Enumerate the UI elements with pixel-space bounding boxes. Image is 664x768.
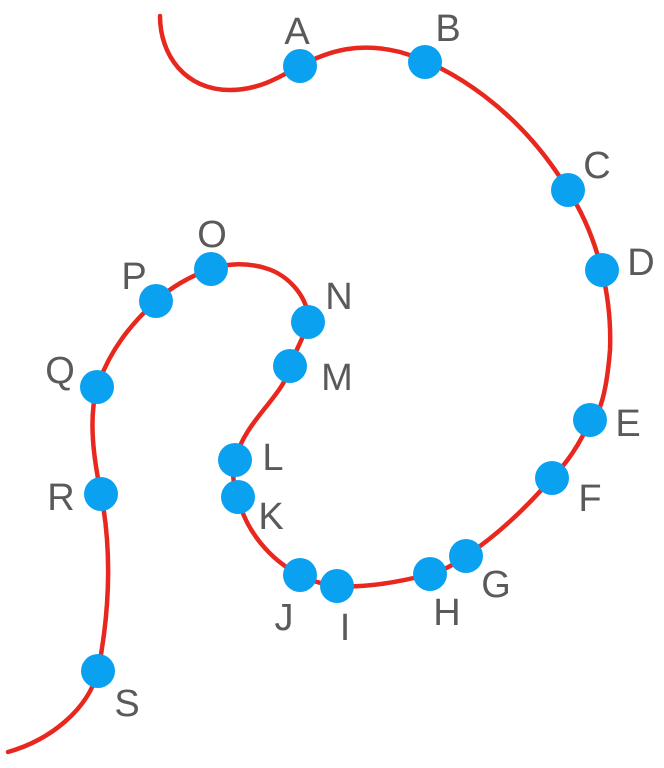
point-label-o: O [197, 214, 227, 256]
point-f [535, 461, 569, 495]
point-label-l: L [262, 437, 283, 479]
point-r [84, 477, 118, 511]
point-h [413, 557, 447, 591]
point-p [139, 284, 173, 318]
points-layer [80, 45, 619, 688]
point-label-s: S [114, 683, 139, 725]
point-label-d: D [627, 242, 654, 284]
point-m [273, 349, 307, 383]
point-q [80, 370, 114, 404]
point-a [283, 49, 317, 83]
point-label-e: E [615, 403, 640, 445]
point-j [283, 558, 317, 592]
point-label-i: I [340, 607, 351, 649]
point-b [408, 45, 442, 79]
point-i [320, 569, 354, 603]
point-n [291, 305, 325, 339]
point-label-k: K [258, 496, 283, 538]
point-label-f: F [578, 478, 601, 520]
point-label-q: Q [45, 350, 75, 392]
point-o [194, 252, 228, 286]
point-label-m: M [321, 357, 353, 399]
point-label-r: R [47, 477, 74, 519]
point-c [551, 173, 585, 207]
point-label-n: N [325, 276, 352, 318]
point-label-j: J [275, 597, 294, 639]
point-label-a: A [284, 11, 310, 53]
point-k [221, 480, 255, 514]
point-e [573, 403, 607, 437]
point-label-b: B [435, 8, 460, 50]
point-label-g: G [481, 564, 511, 606]
point-s [81, 654, 115, 688]
point-label-c: C [583, 145, 610, 187]
point-label-h: H [433, 592, 460, 634]
point-label-p: P [121, 256, 146, 298]
point-d [585, 253, 619, 287]
point-l [218, 443, 252, 477]
point-g [449, 539, 483, 573]
